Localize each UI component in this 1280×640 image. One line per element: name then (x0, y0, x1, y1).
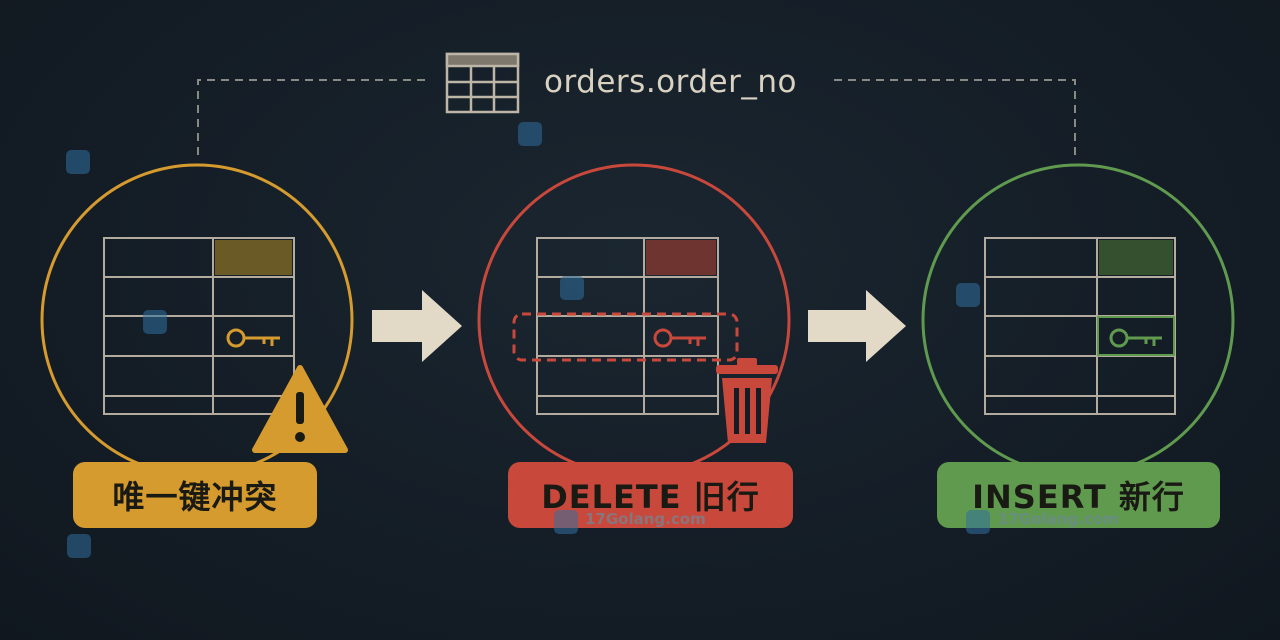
inserted-row-cell (1097, 316, 1175, 356)
key-icon (653, 328, 706, 348)
insert-highlight-cell (1099, 240, 1173, 275)
watermark-icon (966, 510, 990, 534)
watermark-icon (956, 283, 980, 307)
step-conflict (40, 163, 354, 477)
conflict-highlight-cell (215, 240, 292, 275)
conflict-table (103, 237, 295, 415)
insert-circle (921, 163, 1235, 477)
delete-highlight-cell (646, 240, 716, 275)
deleted-row-outline (512, 312, 739, 362)
watermark-icon (518, 122, 542, 146)
arrow-right-icon (808, 290, 906, 362)
watermark-text: 17Golang.com (998, 510, 1119, 528)
watermark-text: 17Golang.com (585, 510, 706, 528)
step-delete (477, 163, 791, 477)
watermark-icon (143, 310, 167, 334)
key-icon (226, 328, 280, 348)
connector-line (197, 79, 1076, 155)
table-icon (445, 52, 520, 114)
trash-icon (716, 358, 778, 443)
key-icon (1109, 328, 1162, 348)
conflict-label: 唯一键冲突 (73, 462, 317, 528)
watermark-icon (66, 150, 90, 174)
table-column-title: orders.order_no (544, 64, 797, 100)
arrow-right-icon (372, 290, 462, 362)
watermark-icon (67, 534, 91, 558)
delete-label: DELETE 旧行 (508, 462, 793, 528)
watermark-icon (554, 510, 578, 534)
step-insert (921, 163, 1235, 477)
watermark-icon (560, 276, 584, 300)
warning-icon (252, 365, 348, 453)
